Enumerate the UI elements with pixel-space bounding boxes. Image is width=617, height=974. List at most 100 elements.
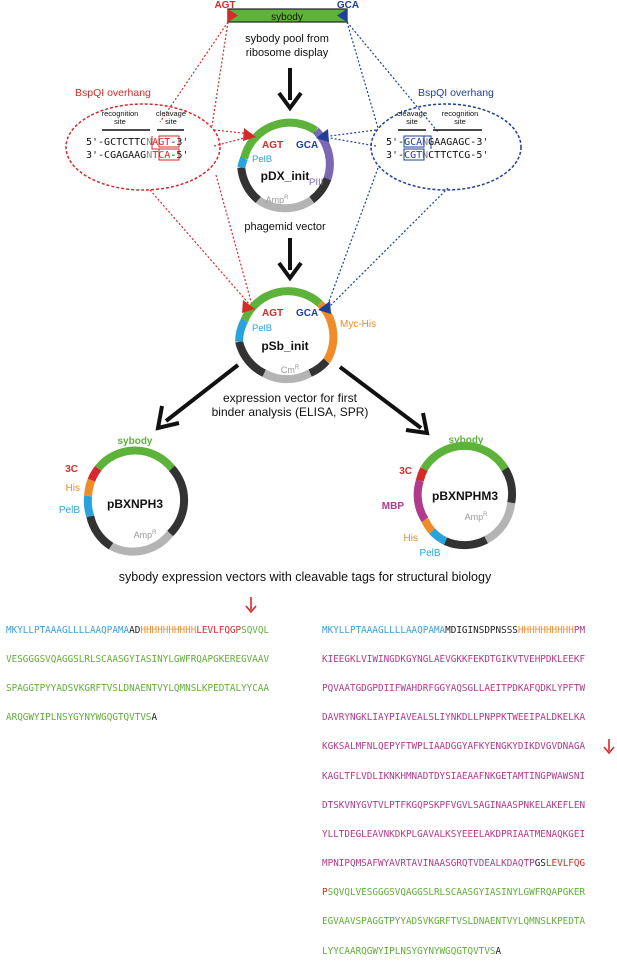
pbxnphm3-pelb-segment xyxy=(429,528,448,545)
left-recognition-label-1: recognition xyxy=(102,109,139,118)
sybody-insert: sybody AGT GCA sybody pool from ribosome… xyxy=(214,0,359,59)
left-cleavage-label-2: site xyxy=(165,117,177,126)
arrow-insert-to-pdx xyxy=(277,68,303,112)
sequence-pbxnph3: MKYLLPTAAAGLLLLAAQPAMAADHHHHHHHHHHLEVLFQ… xyxy=(6,609,269,740)
psb-gca-marker xyxy=(318,301,331,314)
bspqi-left-ellipse xyxy=(65,103,221,191)
plasmid-pbxnphm3 xyxy=(413,441,517,550)
insert-caption-line1: sybody pool from xyxy=(245,33,329,45)
pdx-amp-label: AmpR xyxy=(266,195,290,205)
bspqi-left-line1: 5'-GCTCTTCNAGT-3' xyxy=(86,137,188,148)
seq-right-line-8: YLLTDEGLEAVNKDKPLGAVALKSYEEELAKDPRIAATME… xyxy=(322,828,586,840)
pdx-backbone-segment-1 xyxy=(309,177,332,204)
pbxnphm3-name: pBXNPHM3 xyxy=(432,489,498,503)
pbxnphm3-his-label: His xyxy=(404,533,418,544)
bottom-caption: sybody expression vectors with cleavable… xyxy=(119,570,492,584)
pdx-caption: phagemid vector xyxy=(244,221,326,233)
psb-backbone-segment-2 xyxy=(235,340,267,377)
seq-left-line-4: ARQGWYIPLNSYGYNYWGQGTQVTVSA xyxy=(6,712,158,724)
bspqi-left-line2: 3'-CGAGAAGNTCA-5' xyxy=(86,150,188,161)
right-cleavage-label-2: site xyxy=(406,117,418,126)
psb-cm-segment xyxy=(262,369,312,384)
right-recognition-label-1: recognition xyxy=(442,109,479,118)
bspqi-right-line2: 3'-CGTNCTTCTCG-5' xyxy=(386,150,488,161)
pbxnph3-pelb-segment xyxy=(83,495,95,518)
left-tca-box xyxy=(158,148,180,161)
seq-left-line-1: MKYLLPTAAAGLLLLAAQPAMAADHHHHHHHHHHLEVLFQ… xyxy=(6,624,270,636)
bspqi-left-panel: BspQI overhang recognition site cleavage… xyxy=(65,87,221,191)
right-recognition-label-2: site xyxy=(454,117,466,126)
seq-right-line-4: DAVRYNGKLIAYPIAVEALSLIYNKDLLPNPPKTWEEIPA… xyxy=(322,712,586,724)
pbxnphm3-his-segment xyxy=(421,518,436,534)
psb-pelb-label: PelB xyxy=(252,323,272,334)
psb-caption-line2: binder analysis (ELISA, SPR) xyxy=(212,405,369,419)
seq-right-line-11: EGVAAVSPAGGTPYYADSVKGRFTVSLDNAENTVYLQMNS… xyxy=(322,916,586,928)
pbxnphm3-amp-label: AmpR xyxy=(465,512,489,522)
pbxnphm3-amp-segment xyxy=(484,502,516,544)
pbxnph3-name: pBXNPH3 xyxy=(107,497,163,511)
pbxnphm3-backbone-segment-2 xyxy=(443,536,488,550)
seq-right-line-12: LYYCAARQGWYIPLNSYGYNYWGQGTQVTVSA xyxy=(322,945,502,957)
cleavage-site-arrows xyxy=(245,597,615,755)
pdx-amp-segment xyxy=(255,196,315,213)
seq-right-line-3: PQVAATGDGPDIIFWAHDRFGGYAQSGLLAEITPDKAFQD… xyxy=(322,682,586,694)
psb-cm-label: CmR xyxy=(281,365,300,375)
bspqi-right-line1: 5'-GCANGAAGAGC-3' xyxy=(386,137,488,148)
pdx-pelb-segment xyxy=(237,156,248,169)
bspqi-left-title: BspQI overhang xyxy=(75,87,151,99)
pbxnph3-sybody-label: sybody xyxy=(117,436,152,447)
plasmid-pbxnph3 xyxy=(83,446,189,556)
psb-pelb-segment xyxy=(235,318,249,342)
pdx-sybody-segment xyxy=(240,118,319,160)
arrow-pdx-to-psb xyxy=(277,238,303,282)
seq-right-line-10: PSQVQLVESGGGSVQAGGSLRLSCAASGYIASINYLGWFR… xyxy=(322,887,586,899)
left-overhang-marker xyxy=(228,9,238,22)
pbxnphm3-3c-segment xyxy=(415,467,428,482)
pbxnph3-3c-label: 3C xyxy=(65,464,78,475)
plasmid-pdx-init xyxy=(237,118,334,213)
pbxnph3-amp-segment xyxy=(109,530,174,556)
bspqi-right-ellipse xyxy=(370,103,522,191)
seq-right-line-6: KAGLTFLVDLIKNKHMNADTDYSIAEAAFNKGETAMTING… xyxy=(322,770,586,782)
top-gca-label: GCA xyxy=(337,0,359,11)
pbxnphm3-3c-label: 3C xyxy=(399,466,412,477)
seq-right-line-7: DTSKVNYGVTVLPTFKGQPSKPFVGVLSAGINAASPNKEL… xyxy=(322,799,586,811)
insert-caption-line2: ribosome display xyxy=(246,47,329,59)
seq-right-line-5: KGKSALMFNLQEPYFTWPLIAADGGYAFKYENGKYDIKDV… xyxy=(322,741,586,753)
pdx-piii-label: PIII xyxy=(309,177,323,188)
pbxnph3-3c-segment xyxy=(87,465,102,482)
pdx-gca-label: GCA xyxy=(296,140,318,151)
sybody-insert-label: sybody xyxy=(271,12,303,23)
pbxnphm3-pelb-label: PelB xyxy=(419,548,440,559)
pdx-pelb-label: PelB xyxy=(252,154,272,165)
right-cleavage-label-1: cleavage xyxy=(397,109,427,118)
psb-name: pSb_init xyxy=(261,339,308,353)
pbxnph3-amp-label: AmpR xyxy=(134,530,158,540)
right-gca-box xyxy=(403,135,425,148)
pbxnph3-backbone-segment-2 xyxy=(86,515,114,550)
pbxnphm3-sybody-segment xyxy=(420,441,509,472)
arrows-psb-to-final xyxy=(155,363,430,436)
right-overhang-marker xyxy=(337,9,347,22)
pdx-agt-marker xyxy=(243,128,256,141)
seq-left-line-3: SPAGGTPYYADSVKGRFTVSLDNAENTVYLQMNSLKPEDT… xyxy=(6,682,270,694)
pbxnph3-sybody-segment xyxy=(95,446,175,471)
seq-left-line-2: VESGGGSVQAGGSLRLSCAASGYIASINYLGWFRQAPGKE… xyxy=(6,653,270,665)
psb-backbone-segment-1 xyxy=(308,358,330,377)
top-agt-label: AGT xyxy=(214,0,235,11)
pbxnphm3-sybody-label: sybody xyxy=(448,435,483,446)
seq-right-line-2: KIEEGKLVIWINGDKGYNGLAEVGKKFEKDTGIKVTVEHP… xyxy=(322,653,586,665)
psb-sybody-segment xyxy=(240,287,323,323)
psb-agt-marker xyxy=(242,300,255,313)
pbxnphm3-mbp-label: MBP xyxy=(382,501,405,512)
left-cleavage-label-1: cleavage xyxy=(156,109,186,118)
seq-right-line-9: MPNIPQMSAFWYAVRTAVINAASGRQTVDEALKDAQTPGS… xyxy=(322,858,586,870)
pdx-piii-segment xyxy=(312,127,334,180)
pbxnphm3-mbp-segment xyxy=(413,479,429,522)
pbxnph3-his-segment xyxy=(84,478,96,497)
bspqi-right-panel: BspQI overhang cleavage site recognition… xyxy=(370,87,522,191)
left-agt-box xyxy=(158,135,180,148)
pbxnph3-backbone-segment-1 xyxy=(167,465,189,537)
right-cgt-box xyxy=(403,148,425,161)
bspqi-right-title: BspQI overhang xyxy=(418,87,494,99)
